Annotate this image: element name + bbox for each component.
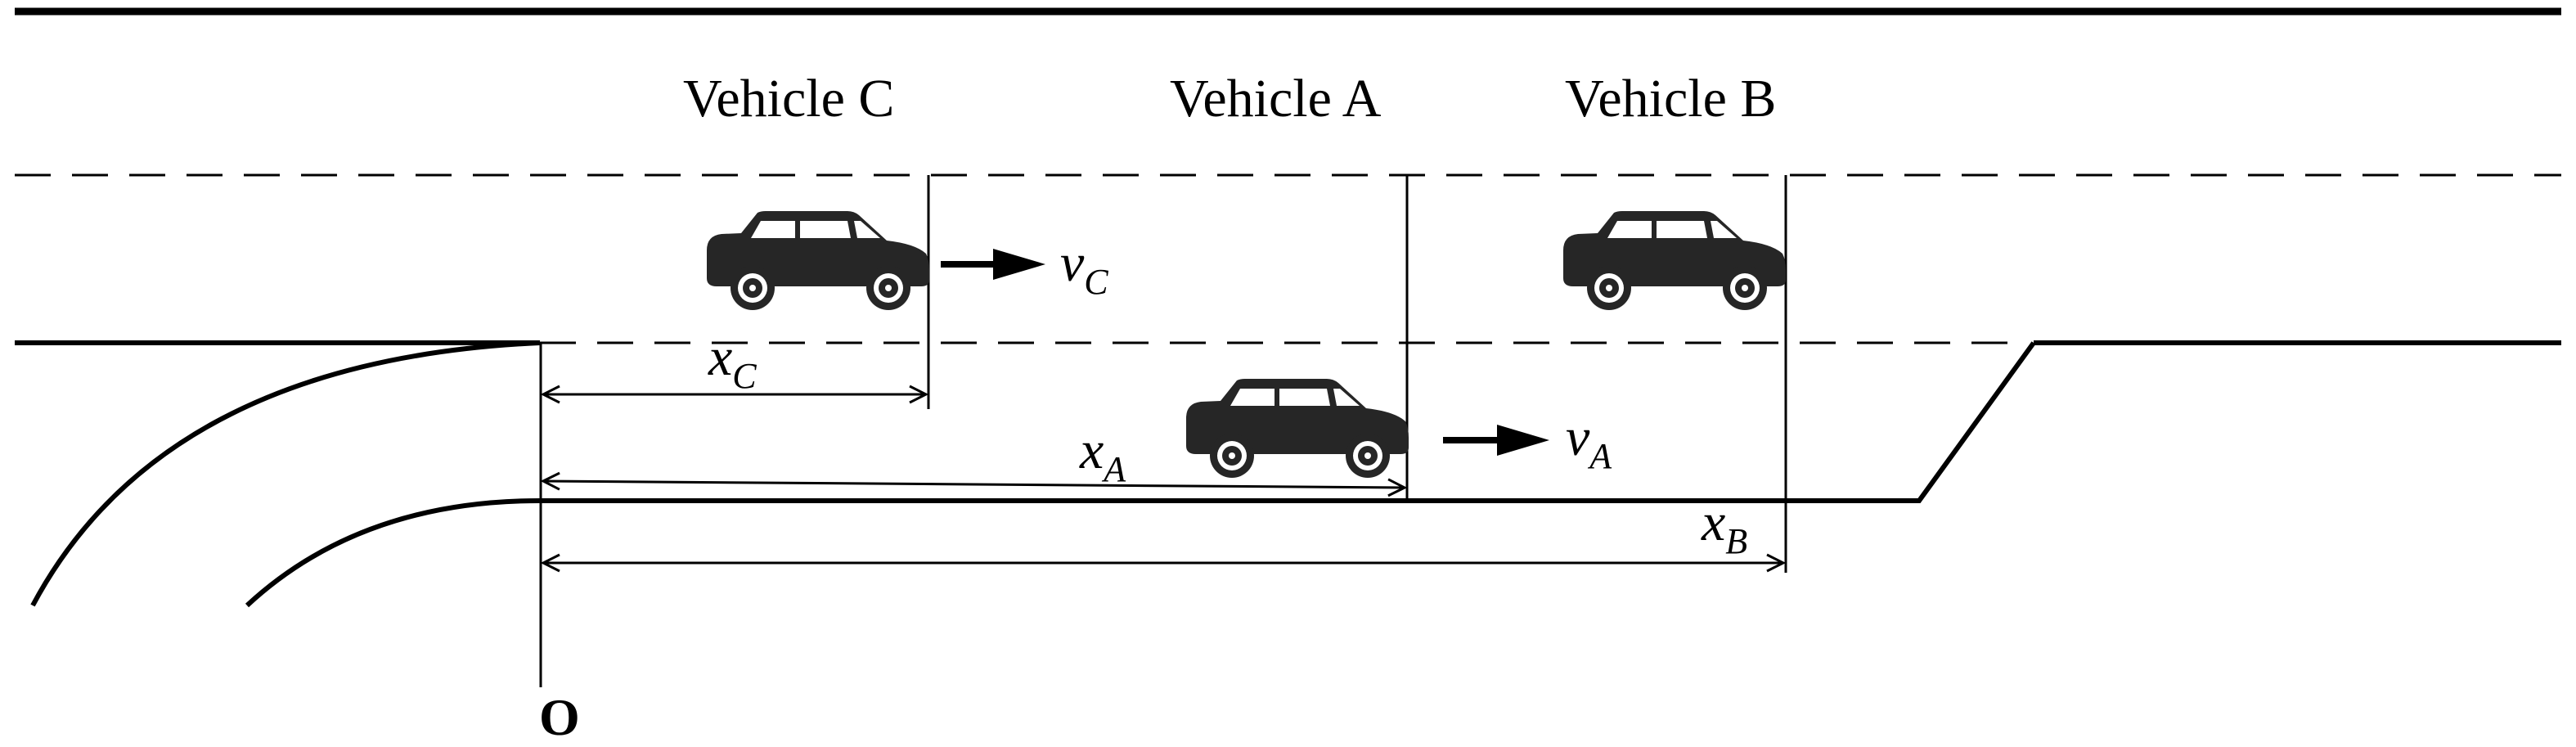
velocity-vc-label: vC	[1060, 233, 1108, 302]
distance-xa-symbol: x	[1079, 421, 1104, 480]
distance-xc-symbol: x	[708, 327, 732, 387]
distance-xb-label: xB	[1701, 493, 1747, 561]
acceleration-lane-edge	[540, 341, 2036, 503]
origin-label: O	[539, 688, 580, 746]
vehicle-a-label: Vehicle A	[1170, 69, 1382, 128]
on-ramp-inner-curve	[245, 498, 541, 608]
vehicle-b-label: Vehicle B	[1565, 69, 1776, 128]
velocity-vc-symbol: v	[1060, 233, 1085, 293]
distance-xb-subscript: B	[1725, 521, 1747, 561]
vehicle-a-velocity-arrow	[1443, 425, 1549, 456]
velocity-va-subscript: A	[1587, 436, 1612, 476]
distance-xa-subscript: A	[1101, 449, 1126, 489]
vehicle-b-car	[1563, 211, 1786, 310]
distance-xa-dimension	[543, 481, 1405, 488]
distance-xc-label: xC	[708, 327, 757, 396]
on-ramp-outer-curve	[30, 340, 541, 607]
vehicle-c-velocity-arrow	[941, 249, 1045, 280]
distance-xc-subscript: C	[732, 356, 757, 396]
distance-xb-symbol: x	[1701, 493, 1725, 552]
distance-xa-label: xA	[1079, 421, 1126, 489]
vehicle-a-car	[1186, 379, 1409, 478]
velocity-va-label: vA	[1566, 407, 1612, 476]
vehicle-c-label: Vehicle C	[683, 69, 894, 128]
vehicle-c-car	[707, 211, 929, 310]
velocity-vc-subscript: C	[1084, 262, 1108, 302]
velocity-va-symbol: v	[1566, 407, 1590, 467]
